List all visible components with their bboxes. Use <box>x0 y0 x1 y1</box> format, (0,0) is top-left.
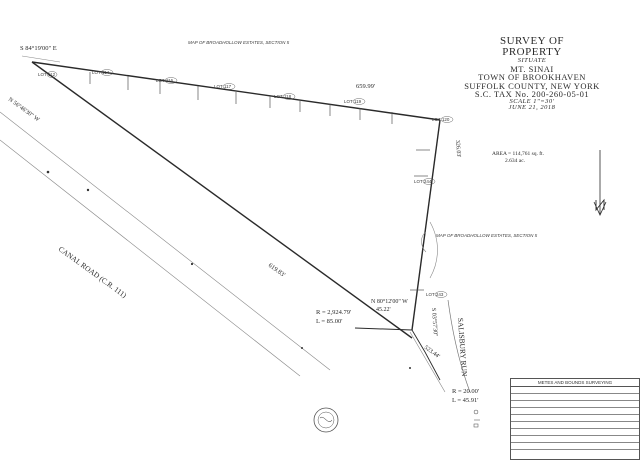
legend-row <box>511 394 639 401</box>
curve1-length: L = 85.00' <box>316 318 342 325</box>
situate-label: SITUATE <box>517 57 547 64</box>
lot-118: LOT 118 <box>274 93 296 100</box>
legend-row <box>511 415 639 422</box>
svg-text:LOT 118: LOT 118 <box>274 94 292 99</box>
lot-labels: LOT 112 LOT 114 LOT 116 LOT 117 LOT 118 … <box>38 69 454 298</box>
legend-header: METES AND BOUNDS SURVEYING <box>511 379 639 387</box>
area-sqft: AREA = 114,761 sq. ft. <box>492 150 545 157</box>
svg-text:LOT 114: LOT 114 <box>92 70 110 75</box>
legend-row <box>511 429 639 436</box>
bearing-right-lower: S 03°57'30" <box>430 308 439 338</box>
lot-ticks <box>89 72 430 291</box>
road-marks <box>46 170 411 369</box>
legend-row <box>511 387 639 394</box>
inner-tie-line <box>354 327 413 331</box>
lot-114: LOT 114 <box>92 69 114 76</box>
survey-date: JUNE 21, 2018 <box>508 104 556 111</box>
canal-road-label: CANAL ROAD (C.R. 111) <box>57 244 129 300</box>
property-title: PROPERTY <box>502 46 562 58</box>
legend-marks <box>473 409 480 428</box>
salisbury-edge <box>447 299 471 393</box>
map-label-top: MAP OF BROADHOLLOW ESTATES, SECTION 5 <box>188 40 290 45</box>
county-name: SUFFOLK COUNTY, NEW YORK <box>464 80 600 91</box>
right-boundary-line <box>411 119 441 331</box>
bearing-left-side: N 56°46'30" W <box>7 96 41 124</box>
bearing-inner-dist: 45.22' <box>376 307 391 313</box>
legend-row <box>511 401 639 408</box>
property-boundary <box>31 61 471 393</box>
salisbury-run-label: SALISBURY RUN <box>456 318 469 378</box>
road-lines <box>0 55 446 393</box>
scale-label: SCALE 1"=30' <box>509 97 555 105</box>
top-boundary-line <box>31 61 441 121</box>
lot-112: LOT 112 <box>38 71 58 78</box>
distance-right-upper: 326.03' <box>454 140 461 158</box>
lot-243: LOT 243 <box>426 291 448 298</box>
tax-number: S.C. TAX No. 200-260-05-01 <box>474 89 590 99</box>
diagonal-boundary-line <box>31 61 413 339</box>
curve2-length: L = 45.91' <box>452 397 478 404</box>
right-lower-curve <box>411 329 441 381</box>
svg-text:LOT 116: LOT 116 <box>156 78 174 83</box>
surveyor-legend-box: METES AND BOUNDS SURVEYING <box>510 378 640 460</box>
title-block: SURVEY OF PROPERTY SITUATE MT. SINAI TOW… <box>462 36 602 112</box>
curve2-radius: R = 20.00' <box>452 388 479 395</box>
survey-title: SURVEY OF <box>499 35 565 47</box>
bearing-inner: N 80°12'00" W <box>371 298 408 305</box>
lot-119: LOT 119 <box>344 98 366 105</box>
legend-row <box>511 422 639 429</box>
svg-text:LOT 117: LOT 117 <box>214 84 232 89</box>
curve1-radius: R = 2,924.79' <box>316 309 351 316</box>
location-name: MT. SINAI <box>510 63 554 74</box>
distance-diagonal: 619.83' <box>267 262 287 279</box>
town-name: TOWN OF BROOKHAVEN <box>478 72 586 82</box>
legend-row <box>511 408 639 415</box>
lot-117: LOT 117 <box>214 83 236 90</box>
north-arrow-icon <box>593 150 607 216</box>
distance-top: 659.99' <box>356 83 375 90</box>
legend-row <box>511 436 639 443</box>
bearing-top-left: S 84°19'00" E <box>20 45 57 52</box>
lot-120: LOT 120 <box>432 116 454 123</box>
lot-244: LOT 244 <box>414 178 436 185</box>
svg-text:LOT 112: LOT 112 <box>38 72 56 77</box>
legend-row <box>511 443 639 450</box>
lot-116: LOT 116 <box>156 77 178 84</box>
svg-text:LOT 119: LOT 119 <box>344 99 362 104</box>
surveyor-seal-icon <box>313 407 339 433</box>
area-acres: 2.634 ac. <box>505 158 526 164</box>
map-label-mid: MAP OF BROADHOLLOW ESTATES, SECTION 5 <box>436 233 538 238</box>
